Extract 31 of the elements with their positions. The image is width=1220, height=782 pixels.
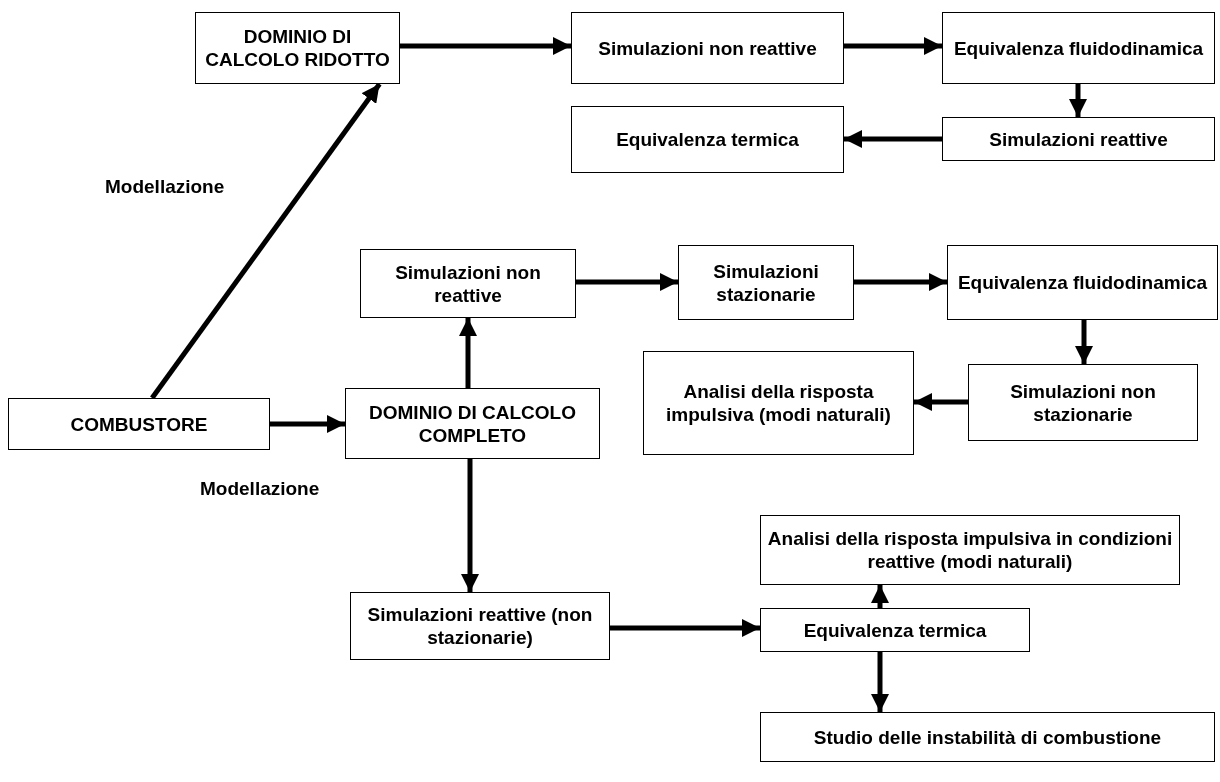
process-box: DOMINIO DI CALCOLO COMPLETO	[345, 388, 600, 459]
arrow	[871, 585, 889, 608]
arrow	[400, 37, 571, 55]
process-box: Analisi della risposta impulsiva in condizioni reattive (modi naturali)	[760, 515, 1180, 585]
process-box: Simulazioni non reattive	[360, 249, 576, 318]
process-box: Equivalenza termica	[760, 608, 1030, 652]
arrow	[576, 273, 678, 291]
arrow	[461, 459, 479, 592]
process-box: Simulazioni stazionarie	[678, 245, 854, 320]
process-box: Studio delle instabilità di combustione	[760, 712, 1215, 762]
arrow	[150, 82, 382, 400]
process-box: Equivalenza fluidodinamica	[947, 245, 1218, 320]
arrow	[1069, 84, 1087, 117]
arrow	[871, 652, 889, 712]
arrow	[844, 130, 942, 148]
process-box: Simulazioni non stazionarie	[968, 364, 1198, 441]
process-box: DOMINIO DI CALCOLO RIDOTTO	[195, 12, 400, 84]
process-box: Simulazioni reattive (non stazionarie)	[350, 592, 610, 660]
process-box: Analisi della risposta impulsiva (modi naturali)	[643, 351, 914, 455]
arrow	[844, 37, 942, 55]
process-box: Equivalenza termica	[571, 106, 844, 173]
process-box: COMBUSTORE	[8, 398, 270, 450]
process-box: Simulazioni reattive	[942, 117, 1215, 161]
arrow	[270, 415, 345, 433]
arrow	[610, 619, 760, 637]
arrow	[1075, 320, 1093, 364]
arrow	[459, 318, 477, 388]
process-box: Simulazioni non reattive	[571, 12, 844, 84]
arrow	[914, 393, 968, 411]
process-box: Equivalenza fluidodinamica	[942, 12, 1215, 84]
arrow	[854, 273, 947, 291]
